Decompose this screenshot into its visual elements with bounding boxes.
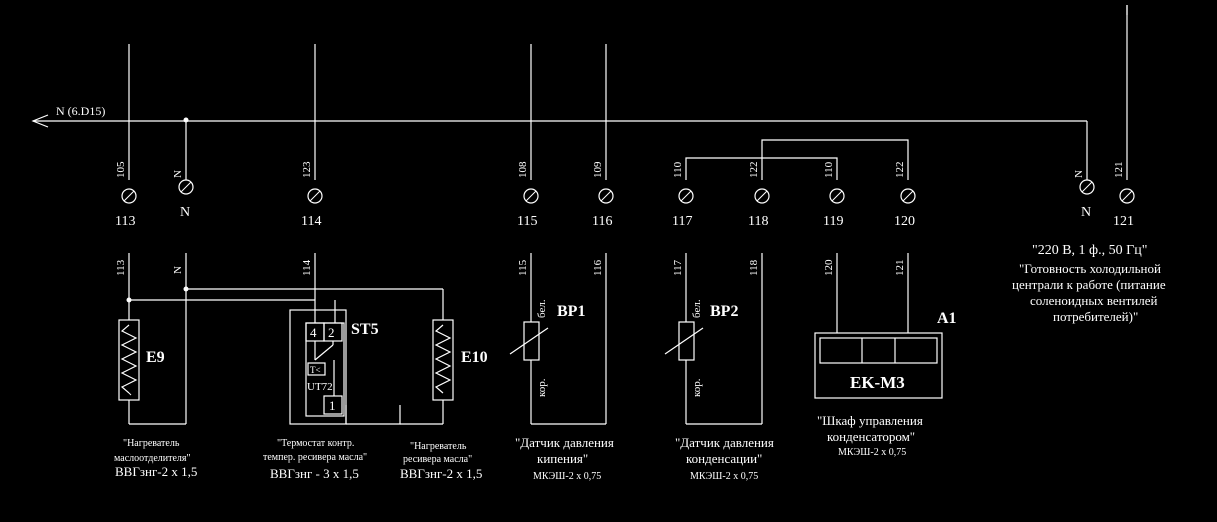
terminal-118: 122 118 [748,162,770,229]
terminal-n-2: N N [1073,170,1095,220]
sensor-bp2: бел. кор. BP2 "Датчик давления конденсац… [664,253,774,482]
e9-cable: ВВГзнг-2 х 1,5 [115,464,197,479]
svg-text:120: 120 [823,259,835,276]
lower-wire-labels: 113 N 114 115 116 117 118 120 121 [115,259,906,276]
signal-note: "220 В, 1 ф., 50 Гц" "Готовность холодил… [1012,243,1166,324]
terminal-strip: 105 113 N N 123 114 108 115 109 116 110 … [115,161,1135,229]
terminal-119: 110 119 [823,161,845,229]
st5-tag: ST5 [351,321,379,338]
upper-feed-lines [128,5,1128,180]
st5-contact-1: 1 [329,398,336,413]
svg-text:123: 123 [301,161,313,178]
bp1-pin-brown: кор. [536,378,548,397]
terminal-114: 123 114 [301,161,323,229]
svg-text:113: 113 [115,259,127,276]
svg-text:116: 116 [592,259,604,276]
svg-text:121: 121 [894,260,906,277]
terminal-n-1: N N [172,170,194,220]
heater-e9: E9 "Нагреватель маслоотделителя" ВВГзнг-… [114,253,315,479]
svg-text:114: 114 [301,214,321,229]
svg-text:109: 109 [592,161,604,178]
terminal-115: 108 115 [517,161,539,229]
bp2-desc-line1: "Датчик давления [675,435,774,450]
signal-note-line1: "220 В, 1 ф., 50 Гц" [1032,243,1147,258]
bp1-desc-line2: кипения" [537,451,588,466]
bp1-desc-line1: "Датчик давления [515,435,614,450]
signal-note-line5: потребителей)" [1053,309,1138,324]
svg-text:113: 113 [115,214,135,229]
signal-note-line4: соленоидных вентилей [1030,293,1158,308]
svg-text:121: 121 [1113,162,1125,179]
bp1-cable: МКЭШ-2 х 0,75 [533,471,601,482]
terminal-116: 109 116 [592,161,614,229]
a1-tag: A1 [937,310,957,327]
neutral-bus: N (6.D15) [31,104,1088,180]
bp1-tag: BP1 [557,303,585,320]
svg-text:N: N [172,170,184,178]
st5-sensor: T< [310,365,321,375]
bp2-tag: BP2 [710,303,738,320]
e10-desc-line1: "Нагреватель [410,441,467,452]
bp1-pin-white: бел. [536,299,548,318]
svg-text:115: 115 [517,214,537,229]
svg-text:117: 117 [672,259,684,276]
controller-a1: EK-M3 A1 "Шкаф управления конденсатором"… [814,253,957,458]
sensor-bp1: бел. кор. BP1 "Датчик давления кипения" … [509,253,614,482]
svg-text:121: 121 [1113,214,1134,229]
st5-contact-4: 4 [310,325,317,340]
st5-model: UT72 [307,381,333,393]
svg-text:N: N [180,205,190,220]
svg-text:116: 116 [592,214,612,229]
e9-desc-line1: "Нагреватель [123,438,180,449]
a1-cable: МКЭШ-2 х 0,75 [838,447,906,458]
svg-text:118: 118 [748,214,768,229]
e9-desc-line2: маслоотделителя" [114,453,191,464]
bp2-pin-brown: кор. [691,378,703,397]
terminal-113: 105 113 [115,161,137,229]
bp2-desc-line2: конденсации" [686,451,762,466]
svg-text:119: 119 [823,214,843,229]
svg-text:114: 114 [301,259,313,276]
e10-cable: ВВГзнг-2 х 1,5 [400,466,482,481]
terminal-120: 122 120 [894,162,916,229]
svg-text:110: 110 [672,161,684,178]
a1-desc-line2: конденсатором" [827,429,915,444]
svg-text:105: 105 [115,161,127,178]
svg-text:115: 115 [517,259,529,276]
svg-text:122: 122 [894,162,906,179]
neutral-label: N (6.D15) [56,104,105,118]
svg-text:N: N [1081,205,1091,220]
svg-text:110: 110 [823,161,835,178]
e10-tag: E10 [461,349,488,366]
signal-note-line3: централи к работе (питание [1012,277,1166,292]
e9-tag: E9 [146,349,165,366]
svg-text:108: 108 [517,161,529,178]
svg-text:118: 118 [748,259,760,276]
a1-model-label: EK-M3 [850,373,905,392]
st5-cable: ВВГзнг - 3 х 1,5 [270,466,359,481]
signal-note-line2: "Готовность холодильной [1019,261,1161,276]
st5-desc-line2: темпер. ресивера масла" [263,452,367,463]
a1-desc-line1: "Шкаф управления [817,413,923,428]
svg-text:122: 122 [748,162,760,179]
heater-e10: E10 "Нагреватель ресивера масла" ВВГзнг-… [400,289,488,481]
st5-desc-line1: "Термостат контр. [277,438,354,449]
thermostat-st5: 4 2 T< UT72 1 ST5 "Термостат контр. темп… [183,253,443,481]
svg-text:N: N [172,266,184,274]
bp2-pin-white: бел. [691,299,703,318]
terminal-121: 121 121 [1113,162,1135,229]
st5-contact-2: 2 [328,325,335,340]
bp2-cable: МКЭШ-2 х 0,75 [690,471,758,482]
terminal-117: 110 117 [672,161,694,229]
e10-desc-line2: ресивера масла" [403,454,472,465]
svg-text:120: 120 [894,214,915,229]
svg-text:N: N [1073,170,1085,178]
svg-text:117: 117 [672,214,692,229]
